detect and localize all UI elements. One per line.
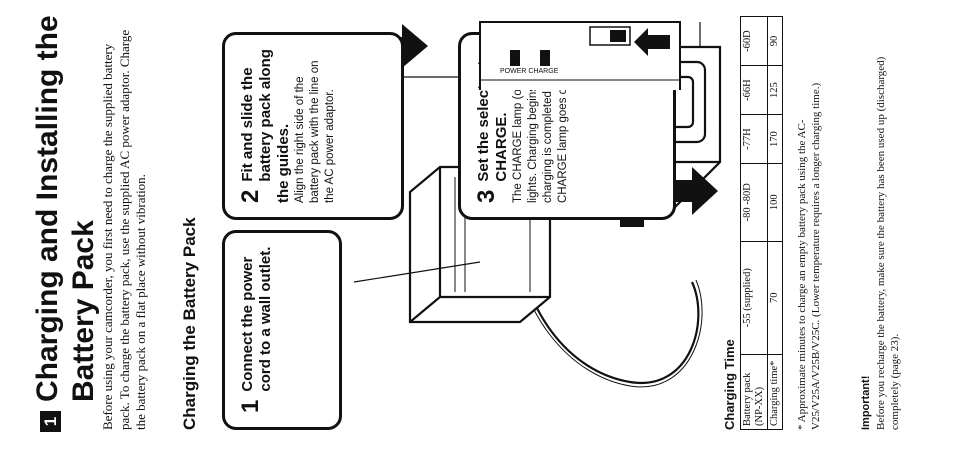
table-cell: -77H bbox=[740, 114, 768, 164]
subheading-charging: Charging the Battery Pack bbox=[180, 217, 199, 430]
table-cell: -55 (supplied) bbox=[740, 241, 768, 355]
table-cell: 70 bbox=[767, 241, 783, 355]
table-cell: 125 bbox=[767, 65, 783, 115]
section-number-badge: 1 bbox=[40, 411, 61, 432]
step-1-number: 1 bbox=[237, 399, 264, 413]
charging-time-note: * Approximate minutes to charge an empty… bbox=[796, 82, 822, 430]
page-title: Charging and Installing the Battery Pack bbox=[31, 15, 100, 402]
intro-paragraph: Before using your camcorder, you first n… bbox=[100, 29, 148, 430]
step-1-title: Connect the power cord to a wall outlet. bbox=[239, 246, 274, 392]
important-text: Before you recharge the battery, make su… bbox=[875, 56, 901, 430]
step-2-callout: 2 Fit and slide the battery pack along t… bbox=[222, 32, 404, 220]
charger-panel-illustration bbox=[479, 21, 681, 90]
table-cell: 90 bbox=[767, 16, 783, 66]
charging-time-heading: Charging Time bbox=[722, 339, 737, 430]
table-row-label: Charging time* bbox=[767, 354, 783, 430]
charging-time-table: Battery pack (NP-XX) -55 (supplied) -80 … bbox=[740, 16, 783, 430]
step-2-title: Fit and slide the battery pack along the… bbox=[239, 49, 292, 203]
step-3-number: 3 bbox=[473, 189, 500, 203]
selector-switch bbox=[589, 26, 631, 46]
charge-lamp-icon bbox=[510, 50, 520, 66]
step-1-callout: 1 Connect the power cord to a wall outle… bbox=[222, 230, 342, 430]
important-heading: Important! bbox=[860, 375, 872, 430]
step-2-text: Align the right side of the battery pack… bbox=[294, 60, 336, 203]
table-cell: -80 -80D bbox=[740, 163, 768, 242]
table-row: Battery pack (NP-XX) -55 (supplied) -80 … bbox=[740, 16, 768, 430]
table-cell: 100 bbox=[767, 163, 783, 242]
selector-label: POWER CHARGE bbox=[500, 68, 559, 75]
step-2-number: 2 bbox=[237, 189, 264, 203]
table-row-label: Battery pack (NP-XX) bbox=[740, 354, 768, 430]
table-cell: -66H bbox=[740, 65, 768, 115]
table-row: Charging time* 70 100 170 125 90 bbox=[767, 16, 783, 430]
table-cell: 170 bbox=[767, 114, 783, 164]
table-cell: -60D bbox=[740, 16, 768, 66]
